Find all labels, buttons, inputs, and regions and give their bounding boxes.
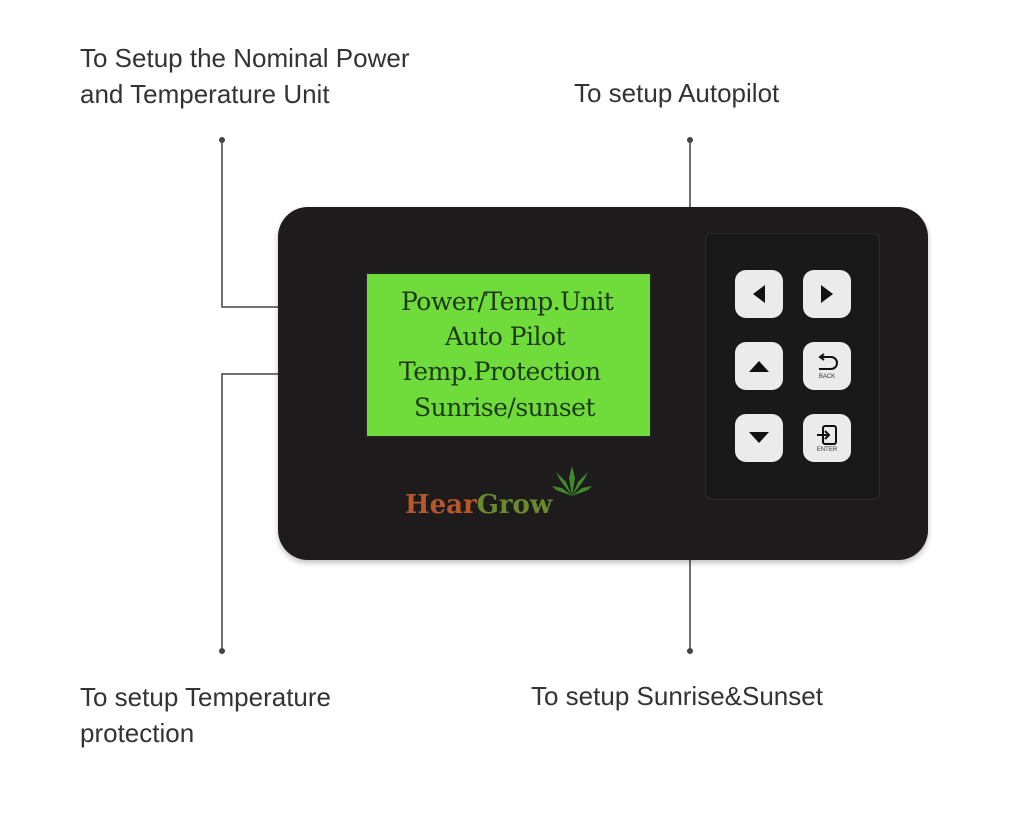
arrow-down-icon — [749, 432, 769, 443]
arrow-left-icon — [753, 285, 765, 303]
logo-part-grow: Grow — [476, 490, 553, 520]
up-button[interactable] — [735, 342, 783, 390]
enter-icon — [817, 424, 837, 445]
caption-temp-line1: To setup Temperature — [80, 682, 331, 712]
caption-power-line1: To Setup the Nominal Power — [80, 43, 410, 73]
leader-dot — [687, 648, 693, 654]
arrow-right-icon — [821, 285, 833, 303]
left-button[interactable] — [735, 270, 783, 318]
arrow-up-icon — [749, 361, 769, 372]
down-button[interactable] — [735, 414, 783, 462]
back-label: BACK — [818, 373, 836, 380]
keypad — [705, 233, 880, 500]
caption-sunrise: To setup Sunrise&Sunset — [531, 681, 823, 711]
leader-dot — [219, 137, 225, 143]
lcd-line-autopilot: Auto Pilot — [445, 322, 566, 351]
back-button[interactable]: BACK — [803, 342, 851, 390]
lcd-line-sunrise: Sunrise/sunset — [414, 393, 596, 422]
back-icon — [818, 352, 838, 370]
enter-button[interactable]: ENTER — [803, 414, 851, 462]
caption-power-line2: and Temperature Unit — [80, 79, 330, 109]
right-button[interactable] — [803, 270, 851, 318]
leader-dot — [687, 137, 693, 143]
lcd-screen: Power/Temp.Unit Auto Pilot Temp.Protecti… — [365, 272, 652, 438]
enter-label: ENTER — [816, 446, 838, 453]
caption-temp-line2: protection — [80, 718, 195, 748]
leader-dot — [219, 648, 225, 654]
caption-autopilot: To setup Autopilot — [574, 78, 780, 108]
lcd-line-power: Power/Temp.Unit — [401, 287, 614, 316]
lcd-line-temp: Temp.Protection — [399, 357, 601, 386]
leaf-logo-icon — [552, 466, 592, 496]
logo-part-hear: Hear — [405, 490, 477, 520]
brand-logo: HearGrow — [405, 490, 552, 520]
